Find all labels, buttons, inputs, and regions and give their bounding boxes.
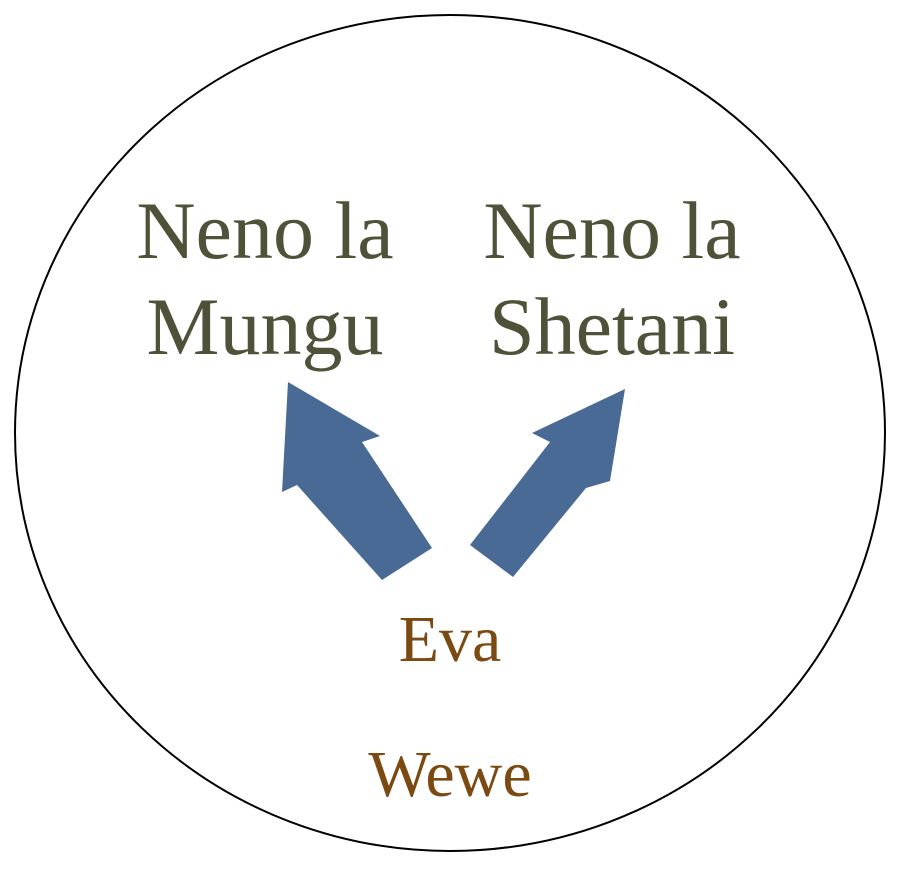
word-of-god-line1: Neno la [136, 185, 394, 276]
arrow-to-shetani [470, 389, 625, 577]
word-of-satan-line2: Shetani [489, 281, 735, 372]
person-you-label: Wewe [368, 738, 532, 811]
word-of-god-line2: Mungu [146, 281, 384, 372]
enclosing-circle [14, 14, 886, 852]
word-of-satan-label: Neno la Shetani [462, 190, 762, 368]
arrow-to-mungu [282, 382, 432, 580]
word-of-god-label: Neno la Mungu [115, 190, 415, 368]
word-of-satan-line1: Neno la [483, 185, 741, 276]
person-eva-label: Eva [398, 603, 502, 676]
